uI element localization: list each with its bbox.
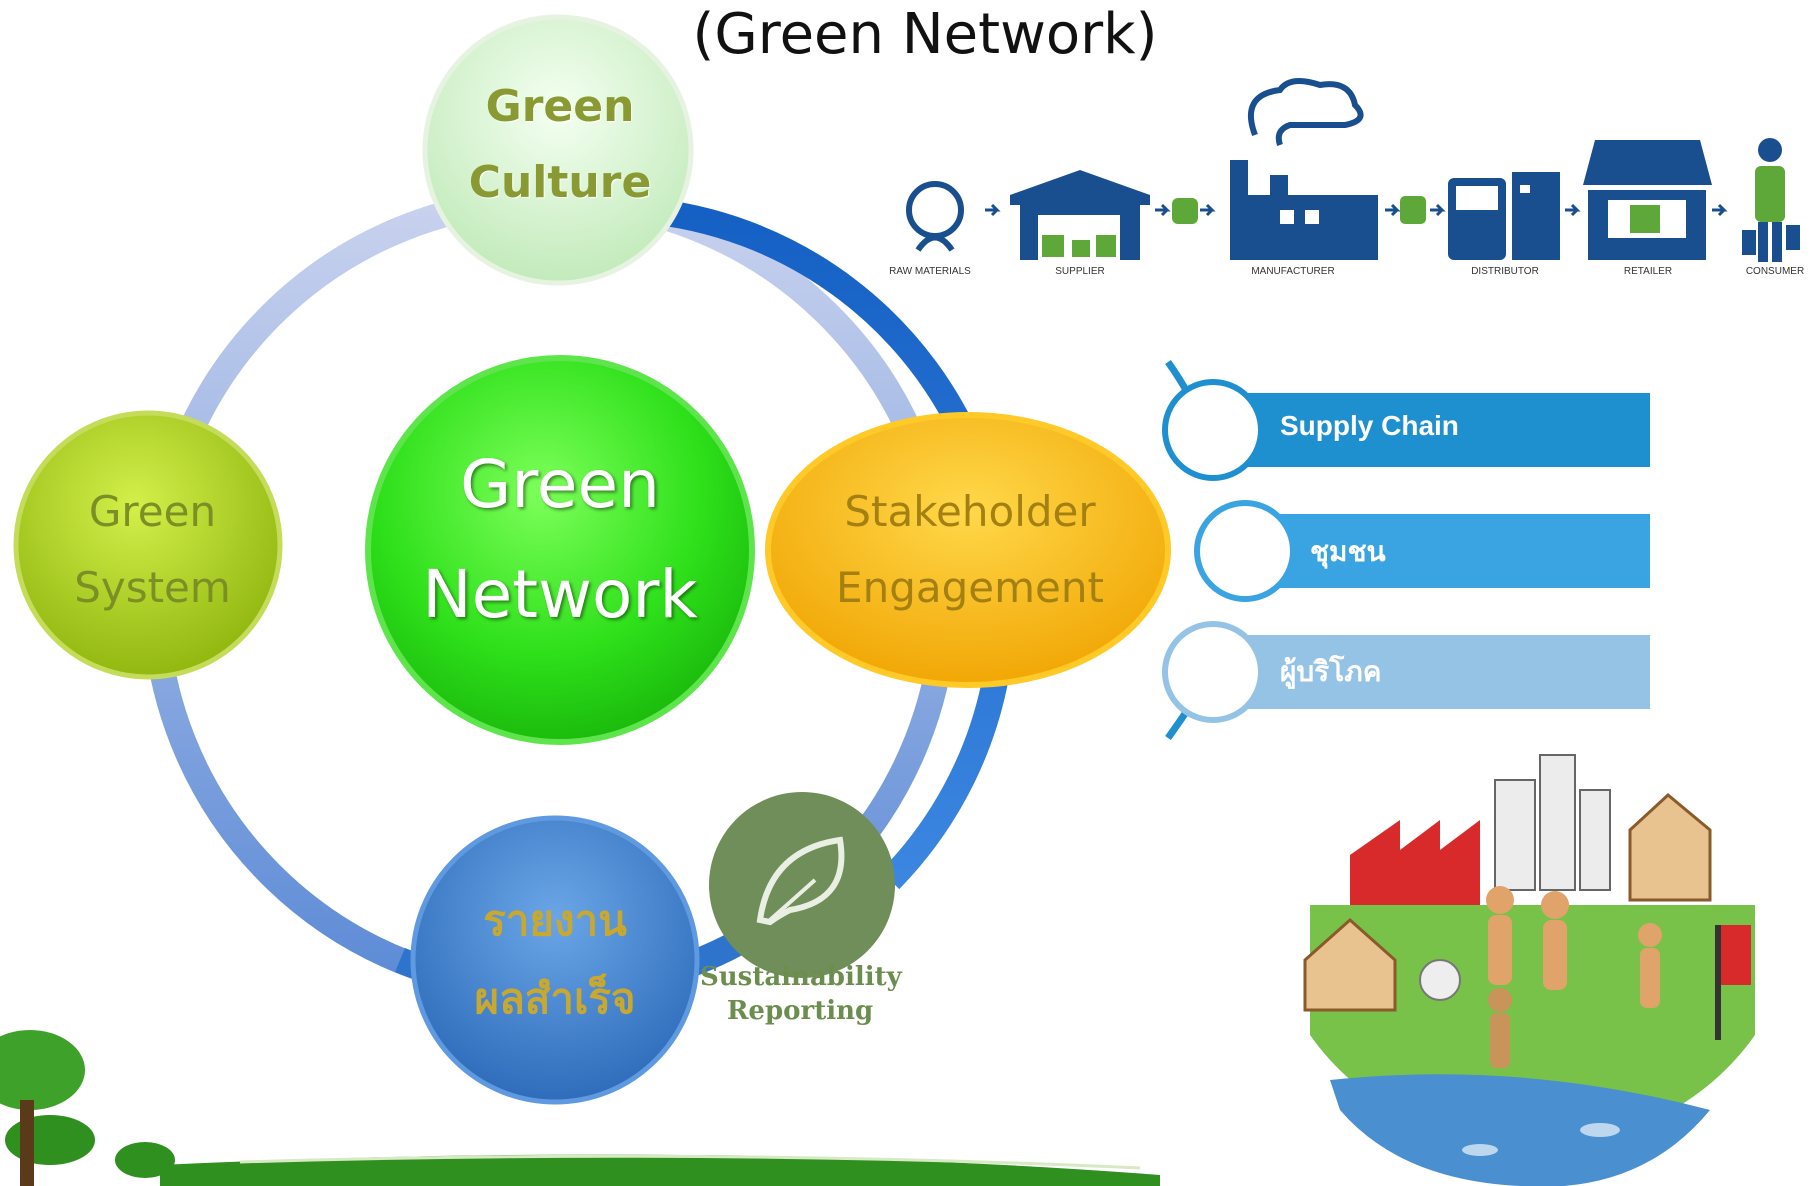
sustainability-reporting-label: Sustainability Reporting (700, 960, 902, 1028)
stakeholder-line1: Stakeholder (844, 487, 1096, 536)
green-network-line1: Green (460, 446, 660, 523)
raw-materials-label: RAW MATERIALS (889, 266, 971, 277)
bar-consumer (1230, 635, 1650, 709)
consumer-label: CONSUMER (1745, 266, 1805, 277)
report-line1: รายงาน (483, 896, 627, 945)
stakeholder-item-consumer: ผู้บริโภค (1280, 656, 1382, 687)
raw-materials-icon (906, 181, 964, 252)
stakeholder-line2: Engagement (836, 563, 1104, 612)
green-network-node (365, 355, 755, 745)
green-system-label: Green System (20, 475, 285, 625)
green-culture-line1: Green (485, 81, 635, 132)
sustainability-line2: Reporting (726, 996, 874, 1026)
green-culture-node (422, 14, 694, 286)
report-label: รายงาน ผลสำเร็จ (410, 880, 700, 1040)
green-system-line2: System (74, 563, 231, 612)
green-network-label: Green Network (380, 440, 740, 640)
stakeholder-node (765, 412, 1171, 688)
bar-community (1265, 514, 1650, 588)
stakeholder-label: Stakeholder Engagement (780, 475, 1160, 625)
stakeholder-item-supply-chain: Supply Chain (1280, 410, 1459, 441)
stakeholder-item-community: ชุมชน (1310, 536, 1386, 567)
green-culture-label: Green Culture (420, 70, 700, 220)
manufacturer-icon (1230, 78, 1378, 260)
supplier-label: SUPPLIER (1055, 266, 1105, 277)
stakeholder-list (1162, 359, 1650, 741)
green-culture-line2: Culture (468, 157, 652, 208)
manufacturer-label: MANUFACTURER (1251, 266, 1335, 277)
report-node (410, 815, 700, 1105)
bar-supply-chain (1230, 393, 1650, 467)
green-system-node (13, 410, 283, 680)
tree-decoration (0, 1030, 175, 1186)
green-network-line2: Network (422, 556, 698, 633)
page-title: (Green Network) (692, 2, 1158, 67)
sustainability-logo (709, 792, 895, 978)
community-globe-illustration (1303, 754, 1755, 1186)
report-line2: ผลสำเร็จ (474, 974, 636, 1023)
green-system-line1: Green (88, 487, 217, 536)
retailer-label: RETAILER (1623, 266, 1673, 277)
supply-chain-strip (906, 78, 1800, 262)
distributor-icon (1448, 172, 1560, 260)
sustainability-line1: Sustainability (700, 962, 902, 992)
supplier-icon (1010, 170, 1150, 260)
consumer-icon (1742, 138, 1800, 262)
distributor-label: DISTRIBUTOR (1471, 266, 1539, 277)
retailer-icon (1583, 140, 1712, 260)
ground-swoosh (160, 1154, 1160, 1186)
